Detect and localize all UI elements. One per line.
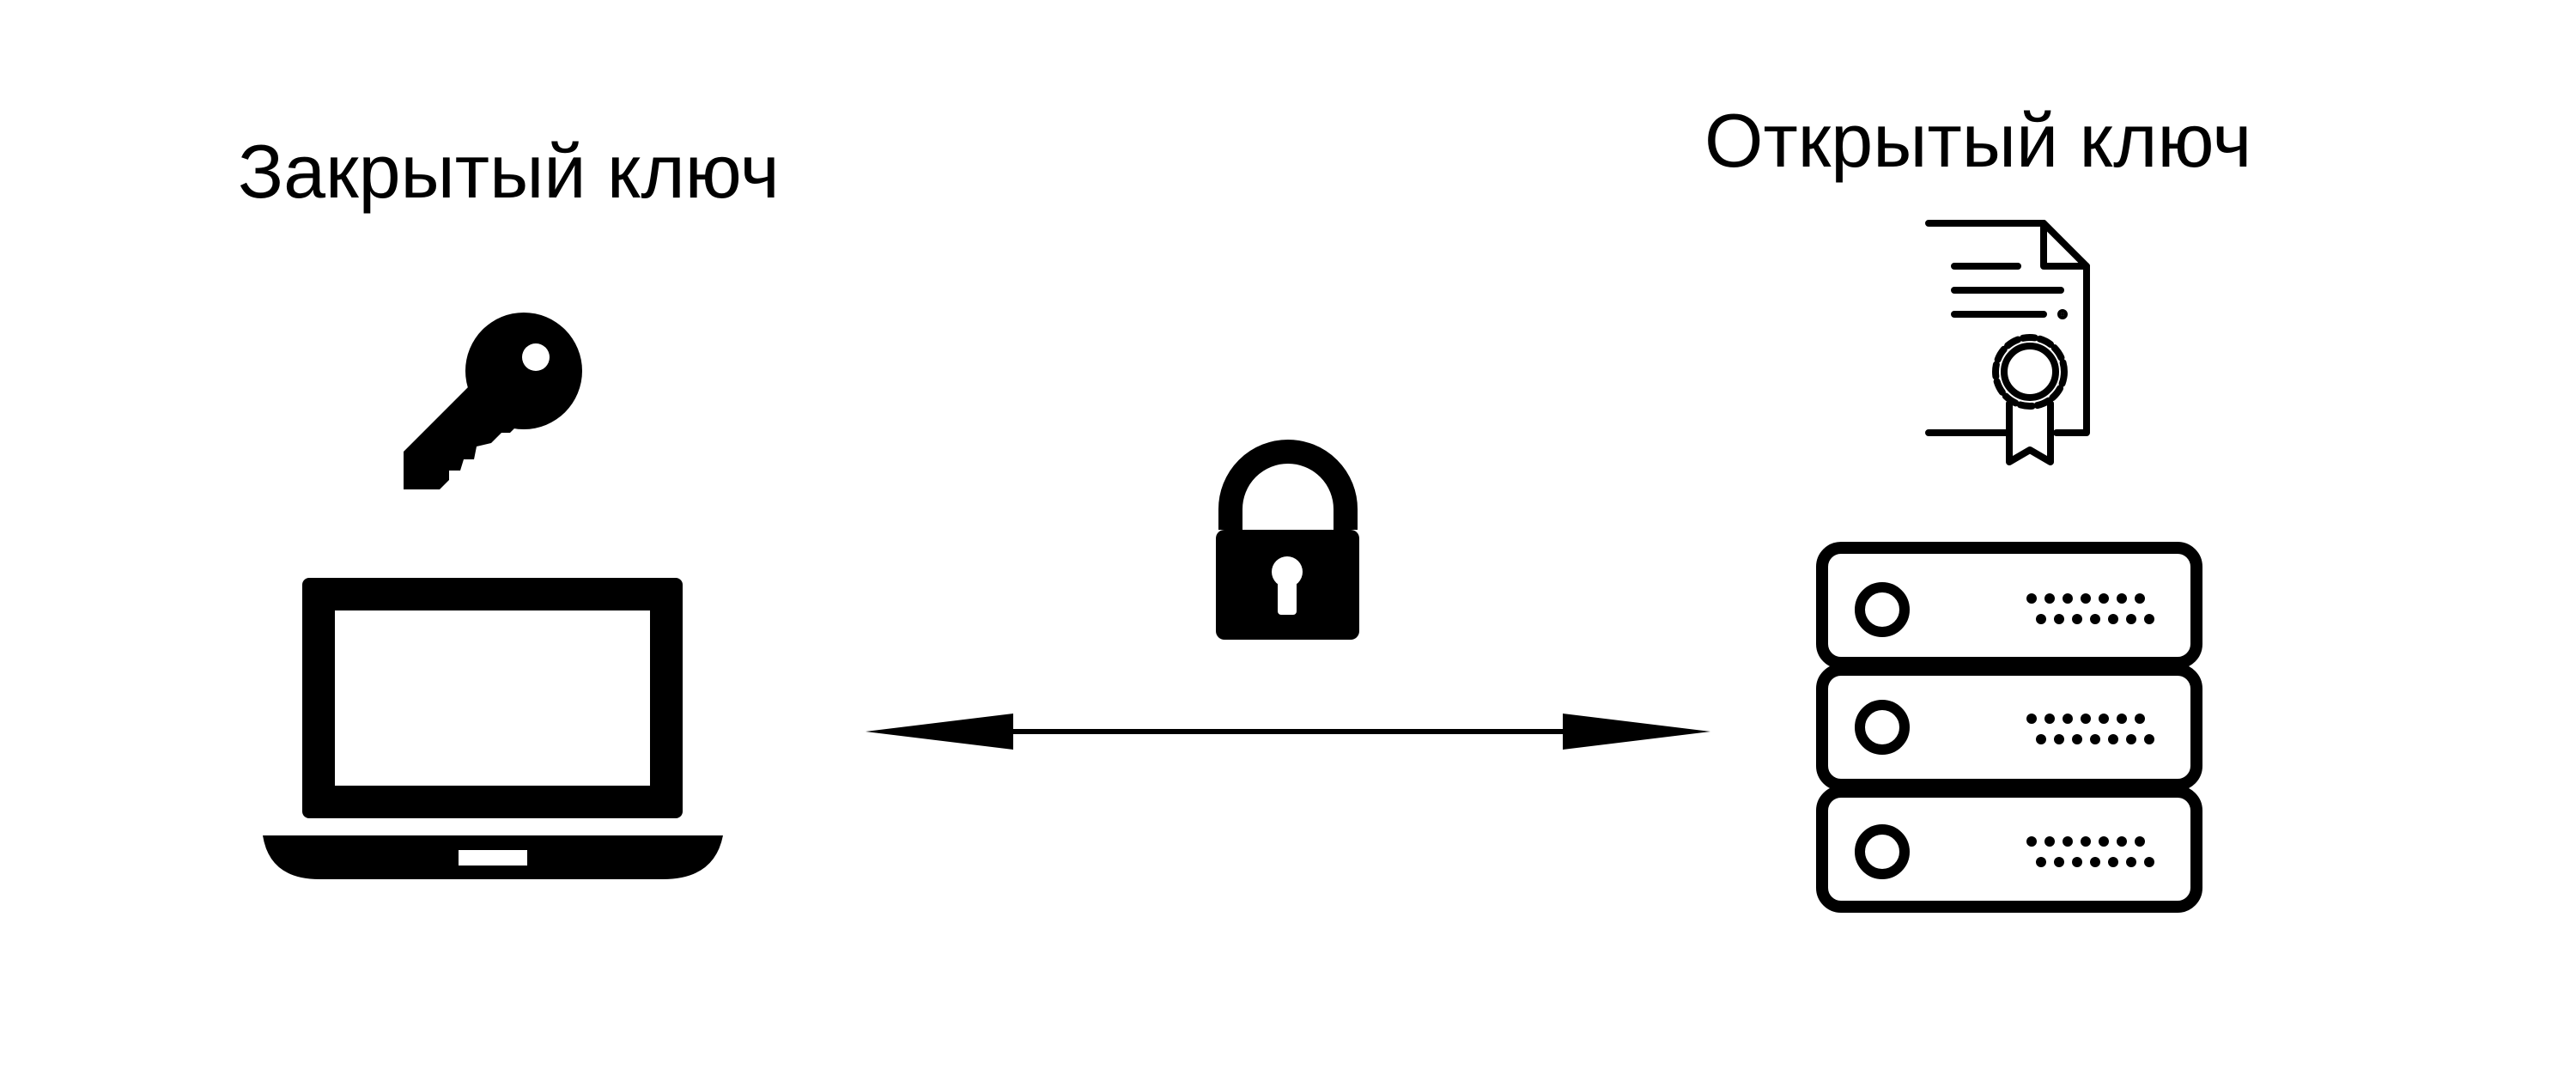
laptop-icon — [263, 578, 723, 879]
bidirectional-arrow — [866, 714, 1710, 750]
public-key-label: Открытый ключ — [1704, 98, 2252, 183]
certificate-icon — [1925, 220, 2090, 465]
private-key-label: Закрытый ключ — [238, 129, 780, 214]
server-unit — [1816, 664, 2202, 791]
key-icon — [404, 313, 582, 489]
server-unit — [1816, 542, 2202, 669]
server-rack-icon — [1816, 542, 2202, 913]
server-unit — [1816, 786, 2202, 913]
padlock-icon — [1216, 440, 1359, 640]
